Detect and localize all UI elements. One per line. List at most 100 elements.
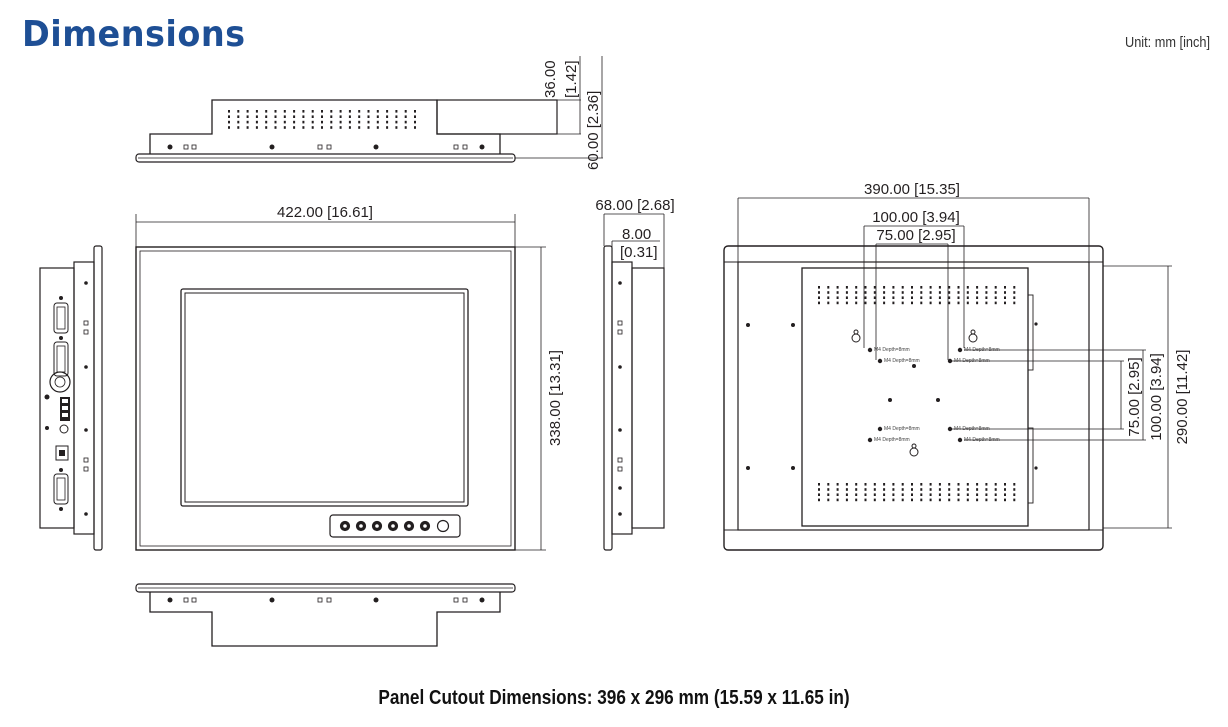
vent-slot [855,493,858,496]
vent-slot [246,115,249,118]
vent-slot [386,110,389,113]
top-view-vents [228,110,416,129]
vent-slot [976,291,979,294]
mount-label: M4 Depth=8mm [884,426,920,432]
vent-slot [994,488,997,491]
vent-slot [818,483,820,486]
vent-slot [948,488,951,491]
vent-slot [911,286,913,289]
vent-slot [938,483,941,486]
vent-slot [994,296,997,299]
vent-slot [827,296,830,299]
vent-slot [414,115,416,118]
vent-slot [237,110,240,113]
top-height-b: 60.00 [2.36] [585,91,602,170]
vent-slot [818,493,820,496]
vent-slot [414,120,416,124]
vent-slot [901,291,904,294]
vent-slot [302,115,305,118]
vent-slot [929,493,932,496]
vent-slot [873,483,876,486]
vent-slot [237,115,240,118]
mount-label: M4 Depth=8mm [874,437,910,443]
vent-slot [864,296,867,299]
vent-slot [845,291,848,294]
vent-slot [311,115,314,118]
vent-slot [957,286,960,289]
vent-slot [311,126,314,129]
vent-slot [246,120,249,124]
vent-slot [836,286,839,289]
vent-slot [274,115,277,118]
vent-slot [883,493,886,496]
vent-slot [901,286,904,289]
vent-slot [892,498,895,502]
vent-slot [845,286,848,289]
vent-slot [386,126,389,129]
vent-slot [836,498,839,502]
vent-slot [864,493,867,496]
vent-slot [1013,301,1016,305]
vent-slot [855,488,858,491]
vent-slot [283,120,286,124]
vent-slot [348,120,351,124]
vent-slot [864,488,867,491]
vent-slot [929,286,932,289]
vent-slot [237,120,240,124]
vent-slot [367,126,370,129]
vent-slot [311,110,314,113]
vent-slot [976,286,979,289]
vent-slot [1004,291,1006,294]
vent-slot [864,498,867,502]
vent-slot [948,301,951,305]
bottom-view [135,583,516,647]
vent-slot [404,115,407,118]
vent-slot [376,126,379,129]
left-side-view [39,245,103,551]
vent-slot [274,126,277,129]
vent-slot [994,291,997,294]
front-height-label: 338.00 [13.31] [547,350,564,446]
vent-slot [395,115,398,118]
vent-slot [901,498,904,502]
keyhole-icon [968,329,978,343]
vent-slot [845,483,848,486]
vent-slot [966,488,969,491]
page-title: Dimensions [22,14,246,55]
mount-label: M4 Depth=8mm [884,358,920,364]
vent-slot [827,483,830,486]
vent-slot [265,110,268,113]
vent-slot [845,498,848,502]
vent-slot [864,301,867,305]
vent-slot [938,488,941,491]
vent-slot [911,498,913,502]
vent-slot [883,483,886,486]
keyhole-icon [851,329,861,343]
vent-slot [404,110,407,113]
vent-slot [827,286,830,289]
vent-slot [376,120,379,124]
vent-slot [283,126,286,129]
vent-slot [283,110,286,113]
vent-slot [957,493,960,496]
rear-view: M4 Depth=8mm M4 Depth=8mm M4 Depth=8mm M… [723,181,1191,551]
vent-slot [966,291,969,294]
osd-button-glyph [359,524,363,528]
vent-slot [818,301,820,305]
vent-slot [929,488,932,491]
side-bezel-value: 8.00 [622,226,651,243]
vent-slot [293,110,296,113]
vent-slot [948,291,951,294]
vent-slot [873,301,876,305]
vent-slot [1013,286,1016,289]
top-view-screws [167,144,485,150]
top-view: 36.00 [1.42] 60.00 [2.36] [135,56,603,170]
vent-slot [985,483,988,486]
right-side-view: 68.00 [2.68] 8.00 [0.31] [595,197,675,551]
rear-vesa-75-label: 75.00 [2.95] [876,227,955,244]
vent-slot [836,296,839,299]
vent-slot [873,286,876,289]
vent-slot [293,115,296,118]
front-view: 422.00 [16.61] 338.00 [13.31] [135,204,564,551]
